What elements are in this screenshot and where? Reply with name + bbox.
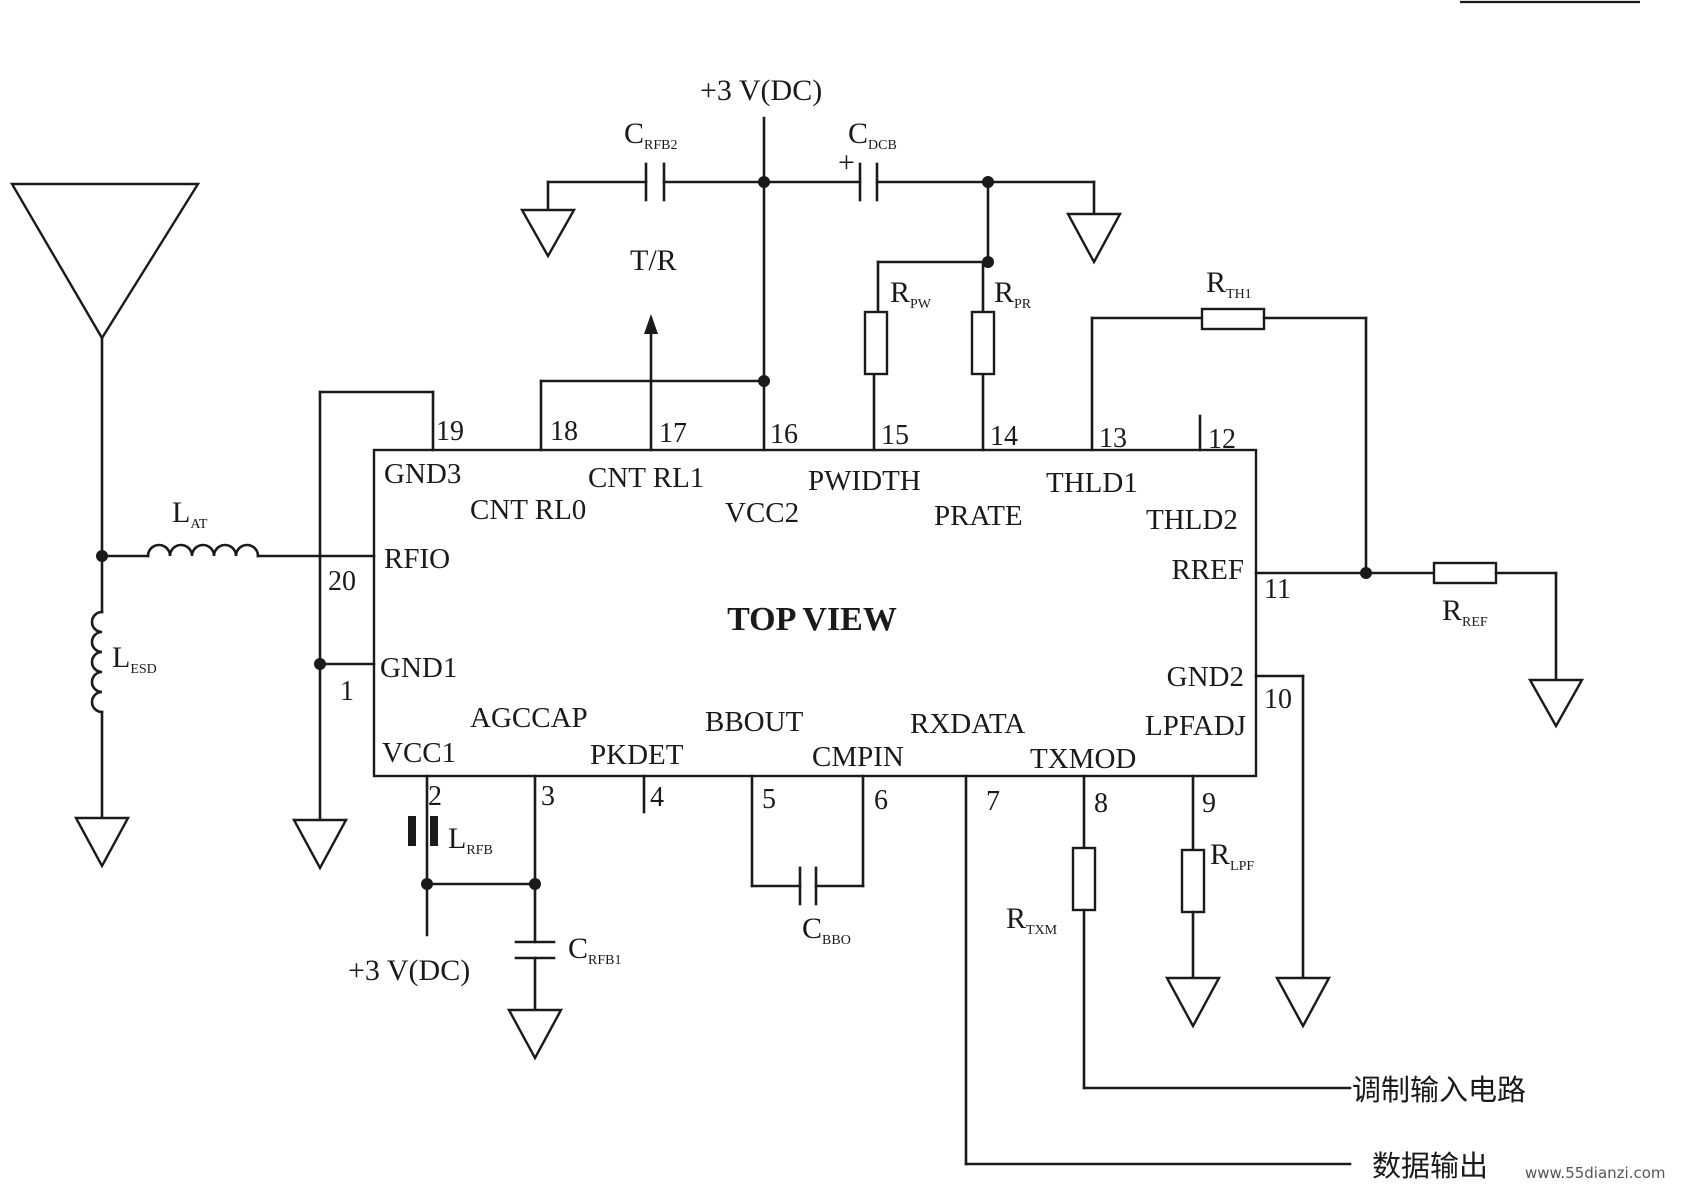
pin-number-17: 17 xyxy=(659,418,687,449)
signal-gnd1: GND1 xyxy=(380,652,457,684)
c-bbo-label: CBBO xyxy=(802,912,851,948)
pin-number-6: 6 xyxy=(874,785,888,816)
pin-number-20: 20 xyxy=(328,566,356,597)
signal-vcc2: VCC2 xyxy=(725,497,799,529)
ground-symbol-gnd2 xyxy=(1274,976,1332,1029)
signal-thld1: THLD1 xyxy=(1046,467,1138,499)
pin-number-10: 10 xyxy=(1264,684,1292,715)
signal-gnd3: GND3 xyxy=(384,458,461,490)
pin-number-7: 7 xyxy=(986,786,1000,817)
supply-label-top: +3 V(DC) xyxy=(700,74,822,107)
ground-symbol-crfb2 xyxy=(519,208,577,259)
signal-txmod: TXMOD xyxy=(1030,743,1136,775)
resistor-r-ref xyxy=(1432,561,1498,585)
inductor-l-at xyxy=(146,543,260,558)
signal-pwidth: PWIDTH xyxy=(808,465,921,497)
inductor-l-esd xyxy=(90,610,104,714)
signal-vcc1: VCC1 xyxy=(382,737,456,769)
signal-agccap: AGCCAP xyxy=(470,702,588,734)
ground-symbol-rref xyxy=(1527,678,1585,729)
modulation-input-label: 调制输入电路 xyxy=(1352,1073,1526,1107)
resistor-r-pw xyxy=(863,310,889,376)
capacitor-c-rfb1 xyxy=(514,940,556,960)
pin-number-19: 19 xyxy=(436,416,464,447)
ground-symbol-crfb1 xyxy=(506,1008,564,1061)
signal-pkdet: PKDET xyxy=(590,739,684,771)
pin-number-15: 15 xyxy=(881,420,909,451)
tr-arrow-icon xyxy=(644,314,658,334)
pin-number-4: 4 xyxy=(650,782,664,813)
signal-rref: RREF xyxy=(1171,554,1244,586)
signal-cntrl1: CNT RL1 xyxy=(588,462,704,494)
l-rfb-label: LRFB xyxy=(448,822,493,858)
pin-number-5: 5 xyxy=(762,784,776,815)
l-at-label: LAT xyxy=(172,496,208,532)
signal-prate: PRATE xyxy=(934,500,1023,532)
antenna-icon xyxy=(9,182,201,341)
signal-thld2: THLD2 xyxy=(1146,504,1238,536)
resistor-r-pr xyxy=(970,310,996,376)
top-pin-stubs xyxy=(431,116,1202,452)
pin-number-3: 3 xyxy=(541,781,555,812)
capacitor-c-bbo xyxy=(798,866,818,906)
pin-number-2: 2 xyxy=(428,781,442,812)
ground-symbol-lesd xyxy=(73,816,131,869)
supply-label-bottom: +3 V(DC) xyxy=(348,954,470,987)
c-rfb2-label: CRFB2 xyxy=(624,117,677,153)
pin-number-1: 1 xyxy=(340,676,354,707)
r-txm-label: RTXM xyxy=(1006,902,1058,938)
pin-number-14: 14 xyxy=(990,421,1018,452)
r-pr-label: RPR xyxy=(994,276,1032,312)
signal-gnd2: GND2 xyxy=(1167,661,1244,693)
pin-number-16: 16 xyxy=(770,419,798,450)
pin-number-8: 8 xyxy=(1094,788,1108,819)
ground-symbol-gnd1 xyxy=(291,818,349,871)
r-ref-label: RREF xyxy=(1442,594,1488,630)
inductor-l-rfb xyxy=(408,816,438,846)
ic-view-label: TOP VIEW xyxy=(727,601,897,638)
signal-rxdata: RXDATA xyxy=(910,708,1025,740)
pin-number-18: 18 xyxy=(550,416,578,447)
r-th1-label: RTH1 xyxy=(1206,266,1252,302)
signal-cmpin: CMPIN xyxy=(812,741,904,773)
c-rfb1-label: CRFB1 xyxy=(568,932,621,968)
resistor-r-lpf xyxy=(1180,848,1206,914)
ic-body xyxy=(372,448,1258,778)
signal-lpfadj: LPFADJ xyxy=(1145,710,1246,742)
capacitor-c-rfb2 xyxy=(644,162,666,202)
signal-cntrl0: CNT RL0 xyxy=(470,494,586,526)
data-output-label: 数据输出 xyxy=(1372,1149,1488,1183)
c-dcb-plus-sign: + xyxy=(838,146,855,179)
pin-number-12: 12 xyxy=(1208,424,1236,455)
signal-bbout: BBOUT xyxy=(705,706,804,738)
ground-symbol-cdcb xyxy=(1065,212,1123,265)
c-dcb-label: CDCB xyxy=(848,117,897,153)
resistor-r-txm xyxy=(1071,846,1097,912)
capacitor-c-dcb xyxy=(858,162,879,202)
r-lpf-label: RLPF xyxy=(1210,838,1254,874)
watermark: www.55dianzi.com xyxy=(1525,1164,1666,1182)
resistor-r-th1 xyxy=(1200,307,1266,331)
pin-number-11: 11 xyxy=(1264,574,1291,605)
pin-number-9: 9 xyxy=(1202,788,1216,819)
ground-symbol-rlpf xyxy=(1164,976,1222,1029)
l-esd-label: LESD xyxy=(112,641,157,677)
r-pw-label: RPW xyxy=(890,276,932,312)
pin-number-13: 13 xyxy=(1099,423,1127,454)
tr-label: T/R xyxy=(630,244,677,277)
signal-rfio: RFIO xyxy=(384,543,450,575)
